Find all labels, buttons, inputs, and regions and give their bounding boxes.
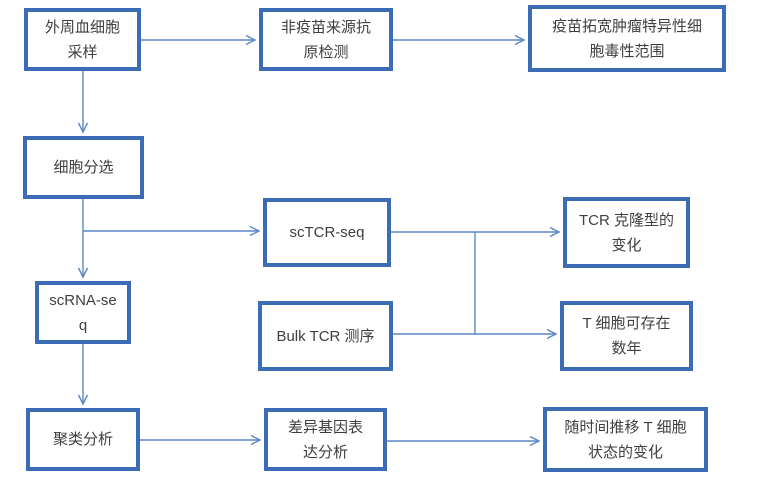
node-vaccine-broadens-cytotoxicity: 疫苗拓宽肿瘤特异性细 胞毒性范围 — [528, 5, 726, 72]
node-bulk-tcr-sequencing: Bulk TCR 测序 — [258, 301, 393, 371]
node-non-vaccine-antigen-detection: 非疫苗来源抗 原检测 — [259, 8, 393, 71]
node-differential-gene-expression: 差异基因表 达分析 — [264, 408, 387, 471]
node-tcr-clonotype-change: TCR 克隆型的 变化 — [563, 197, 690, 268]
node-sctcr-seq: scTCR-seq — [263, 198, 391, 267]
node-t-cell-state-change-over-time: 随时间推移 T 细胞 状态的变化 — [543, 407, 708, 472]
node-scrna-seq: scRNA-se q — [35, 281, 131, 344]
node-t-cells-persist-years: T 细胞可存在 数年 — [560, 301, 693, 371]
node-cluster-analysis: 聚类分析 — [26, 408, 140, 471]
node-cell-sorting: 细胞分选 — [23, 136, 144, 199]
node-peripheral-blood-cell-sampling: 外周血细胞 采样 — [24, 8, 141, 71]
